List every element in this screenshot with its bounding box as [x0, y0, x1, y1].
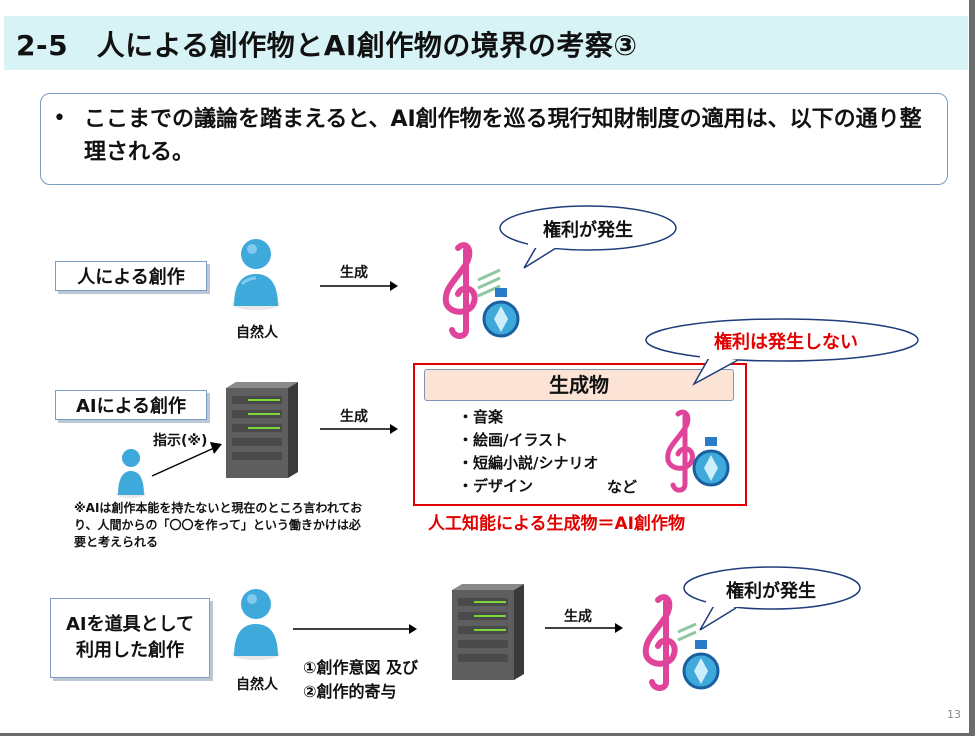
- arrow-row3-right: [545, 623, 623, 633]
- speech-bubble-icon: [683, 566, 861, 631]
- person-icon-small: [116, 449, 146, 498]
- potion-bottle-icon: [482, 288, 520, 338]
- label-human-creation: 人による創作: [55, 261, 207, 291]
- page-number: 13: [947, 708, 961, 721]
- label-ai-as-tool: AIを道具として 利用した創作: [50, 598, 210, 678]
- product-list: ・音楽 ・絵画/イラスト ・短編小説/シナリオ ・デザイン: [458, 406, 598, 498]
- arrow-row2: [320, 424, 398, 434]
- ai-note: ※AIは創作本能を持たないと現在のところ言われており、人間からの「〇〇を作って」…: [74, 501, 363, 549]
- window-edge-right: [969, 0, 975, 736]
- summary-text: ここまでの議論を踏まえると、AI創作物を巡る現行知財制度の適用は、以下の通り整理…: [84, 107, 922, 165]
- product-title: 生成物: [424, 369, 734, 401]
- music-note-icon: [642, 594, 697, 691]
- contribution-1: ①創作意図 及び: [303, 658, 419, 677]
- potion-bottle-icon: [682, 640, 720, 690]
- product-item: ・短編小説/シナリオ: [458, 454, 599, 472]
- instruction-label: 指示(※): [153, 433, 208, 449]
- arrow-label-row2: 生成: [340, 409, 368, 425]
- label-ai-as-tool-line1: AIを道具として: [65, 614, 195, 635]
- person-label-row1: 自然人: [236, 325, 278, 341]
- arrow-label-row3: 生成: [564, 609, 592, 625]
- window-edge-bottom: [0, 733, 975, 736]
- product-items-suffix: など: [607, 478, 638, 496]
- product-item: ・デザイン: [458, 477, 534, 495]
- person-icon: [232, 239, 280, 310]
- server-icon: [452, 584, 524, 680]
- instruction-arrow: [151, 442, 222, 477]
- ai-product-caption: 人工知能による生成物＝AI創作物: [428, 514, 685, 534]
- bubble-text-row2: 権利は発生しない: [714, 332, 858, 353]
- bubble-text-row1: 権利が発生: [543, 220, 633, 241]
- label-ai-creation: AIによる創作: [55, 390, 207, 420]
- server-icon: [226, 382, 298, 478]
- music-note-icon: [442, 242, 501, 339]
- potion-bottle-icon: [692, 437, 730, 487]
- speech-bubble-icon: [499, 205, 677, 269]
- music-note-icon: [665, 409, 695, 493]
- title-band: [4, 16, 968, 70]
- bubble-text-row3: 権利が発生: [726, 581, 816, 602]
- product-item: ・絵画/イラスト: [458, 431, 569, 449]
- arrow-row3-left: [293, 624, 417, 634]
- bullet-symbol: •: [53, 106, 66, 131]
- person-label-row3: 自然人: [236, 677, 278, 693]
- summary-box: [40, 93, 948, 185]
- contribution-2: ②創作的寄与: [303, 682, 397, 701]
- speech-bubble-icon: [645, 318, 919, 386]
- slide-title: 2-5 人による創作物とAI創作物の境界の考察③: [16, 29, 638, 62]
- label-ai-as-tool-line2: 利用した創作: [76, 640, 184, 661]
- arrow-row1: [320, 281, 398, 291]
- product-item: ・音楽: [458, 408, 504, 426]
- arrow-label-row1: 生成: [340, 265, 368, 281]
- person-icon: [232, 589, 280, 660]
